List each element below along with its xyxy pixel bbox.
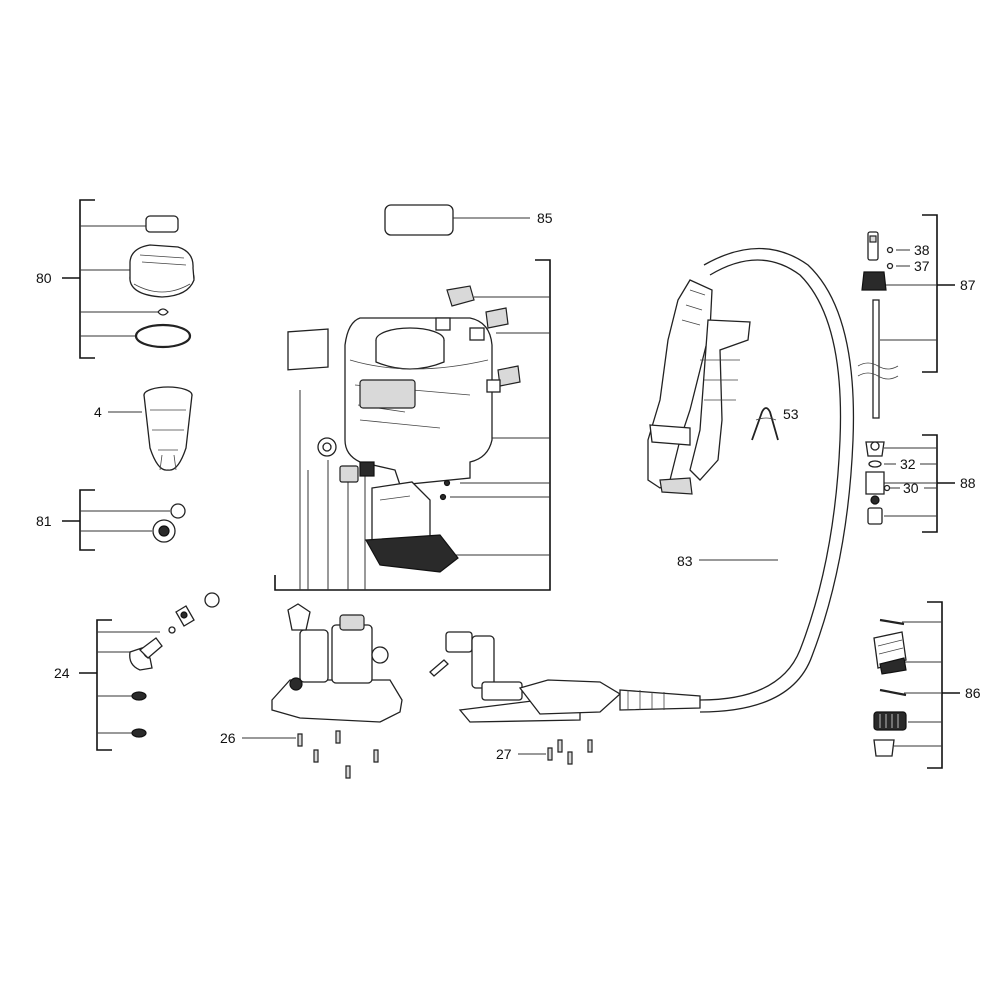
screws-27 — [547, 739, 593, 765]
callout-27: 27 — [496, 746, 512, 762]
pin-86 — [879, 688, 907, 697]
cap-label — [145, 215, 179, 233]
seal-24a — [131, 691, 147, 701]
callout-83: 83 — [677, 553, 693, 569]
tank-base — [365, 481, 459, 573]
nozzle-nut-81 — [152, 519, 176, 543]
strainer-basket — [143, 386, 193, 471]
adjustable-nozzle-86 — [873, 631, 907, 675]
valve-stem-88 — [867, 507, 883, 525]
cap-retainer — [157, 308, 169, 316]
screws-26 — [297, 730, 379, 779]
seal-24b — [131, 728, 147, 738]
o-ring-81 — [170, 503, 186, 519]
elbow-fitting — [129, 637, 163, 671]
manifold-assembly — [445, 631, 701, 723]
adapter-86 — [873, 739, 895, 757]
nozzle-nut-87 — [861, 271, 887, 291]
clip-27 — [429, 659, 449, 677]
callout-53: 53 — [783, 406, 799, 422]
callout-4: 4 — [94, 404, 102, 420]
bracket-87 — [922, 214, 938, 373]
callout-26: 26 — [220, 730, 236, 746]
callout-80: 80 — [36, 270, 52, 286]
o-ring-24 — [204, 592, 220, 608]
warning-label — [287, 328, 329, 371]
filter-86 — [873, 711, 907, 731]
group-80: 80 — [36, 199, 195, 359]
spray-wand-handle — [647, 279, 751, 495]
tank-label-85 — [384, 204, 454, 236]
group-81: 81 — [36, 489, 186, 551]
latch-b — [359, 461, 375, 477]
bracket-86 — [927, 601, 943, 769]
tank-group-frame — [274, 259, 551, 591]
callout-81: 81 — [36, 513, 52, 529]
valve-body-88 — [865, 471, 885, 495]
bracket-81 — [79, 489, 95, 551]
callout-37: 37 — [914, 258, 930, 274]
tank-lid-pads — [435, 285, 521, 393]
spring-86 — [879, 618, 905, 626]
callout-88: 88 — [960, 475, 976, 491]
group-85: 85 — [274, 204, 553, 591]
callout-85: 85 — [537, 210, 553, 226]
bracket-80 — [79, 199, 95, 359]
wand-tube — [857, 299, 899, 419]
cap-gasket — [134, 323, 192, 349]
group-4: 4 — [94, 386, 193, 471]
tank-nut — [317, 437, 337, 457]
callout-24: 24 — [54, 665, 70, 681]
valve-cap-88 — [865, 441, 885, 457]
hose-clip-53 — [751, 407, 779, 441]
tank-cap — [129, 244, 195, 298]
group-86: 86 — [873, 601, 981, 769]
fitting-24 — [175, 605, 195, 627]
callout-32: 32 — [900, 456, 916, 472]
callout-30: 30 — [903, 480, 919, 496]
latch-a — [339, 465, 359, 483]
nozzle-tip-87 — [867, 231, 879, 261]
group-87: 87 38 37 — [857, 214, 976, 419]
callout-38: 38 — [914, 242, 930, 258]
group-88: 88 32 30 — [865, 434, 976, 533]
tank-body — [344, 317, 493, 486]
pump-assembly — [271, 603, 403, 723]
o-ring-32 — [868, 460, 882, 468]
callout-87: 87 — [960, 277, 976, 293]
callout-86: 86 — [965, 685, 981, 701]
spray-hose — [699, 247, 855, 713]
group-24: 24 — [54, 592, 220, 751]
bracket-24 — [96, 619, 112, 751]
